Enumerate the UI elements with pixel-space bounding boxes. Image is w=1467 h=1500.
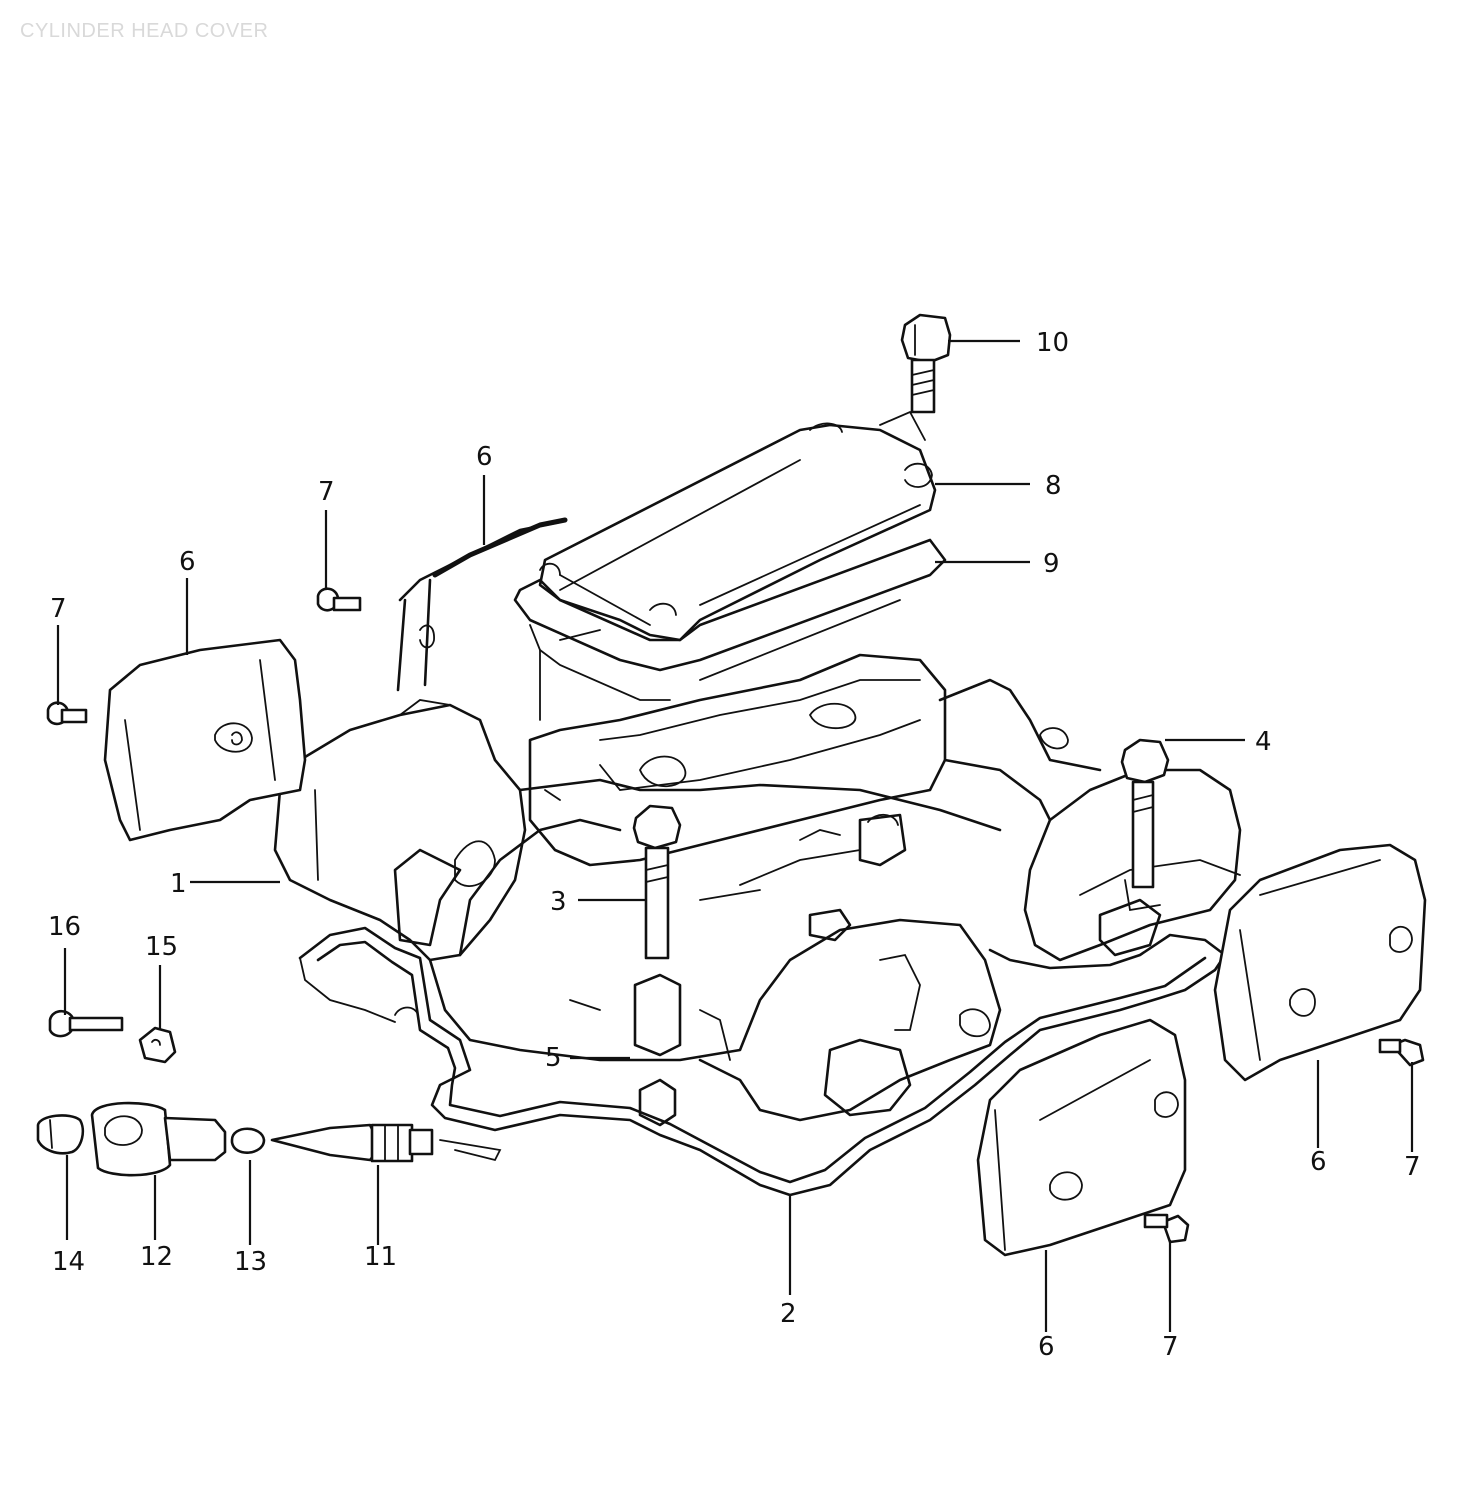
screw-7b <box>316 587 362 612</box>
diagram-title: CYLINDER HEAD COVER <box>20 20 269 42</box>
washer-15 <box>138 1026 177 1064</box>
connector-12 <box>90 1101 227 1177</box>
callout-9: 9 <box>1043 549 1060 579</box>
callout-16: 16 <box>48 912 81 942</box>
callout-6-lower: 6 <box>1038 1332 1055 1362</box>
cap-14 <box>36 1114 85 1155</box>
leader-lines <box>56 339 1414 1332</box>
screw-7d <box>1143 1213 1190 1244</box>
callout-14: 14 <box>52 1247 85 1277</box>
callout-7-upper: 7 <box>318 477 335 507</box>
callout-11: 11 <box>364 1242 397 1272</box>
screw-7c <box>1378 1038 1425 1067</box>
callout-8: 8 <box>1045 471 1062 501</box>
head-cover-gasket <box>298 926 1227 1197</box>
screw-7a <box>46 701 88 726</box>
sensor-11 <box>270 1123 434 1163</box>
callout-6-left: 6 <box>179 547 196 577</box>
side-cover-right-lower <box>976 1018 1187 1257</box>
callout-3: 3 <box>550 887 567 917</box>
side-cover-left <box>103 638 307 842</box>
callout-10: 10 <box>1036 328 1069 358</box>
callout-labels: 10 8 9 4 3 5 1 2 6 6 6 6 7 7 7 7 16 15 1… <box>48 328 1421 1362</box>
callout-7-right: 7 <box>1404 1152 1421 1182</box>
bolt-16 <box>48 1009 124 1038</box>
side-cover-right-upper <box>1213 843 1427 1082</box>
callout-6-upper: 6 <box>476 442 493 472</box>
callout-4: 4 <box>1255 727 1272 757</box>
o-ring-13 <box>230 1127 266 1154</box>
callout-2: 2 <box>780 1299 797 1329</box>
callout-6-right: 6 <box>1310 1147 1327 1177</box>
callout-7-lower: 7 <box>1162 1332 1179 1362</box>
callout-5: 5 <box>545 1043 562 1073</box>
callout-7-left: 7 <box>50 594 67 624</box>
bolt-3 <box>632 804 682 960</box>
bolt-4 <box>1120 738 1170 889</box>
breather-cover <box>538 410 937 642</box>
callout-12: 12 <box>140 1242 173 1272</box>
cylinder-head-cover <box>273 653 1242 1127</box>
callout-1: 1 <box>170 869 187 899</box>
bolt-10 <box>900 313 952 414</box>
breather-gasket <box>513 538 947 721</box>
callout-15: 15 <box>145 932 178 962</box>
callout-13: 13 <box>234 1247 267 1277</box>
side-cover-upper <box>396 517 568 692</box>
